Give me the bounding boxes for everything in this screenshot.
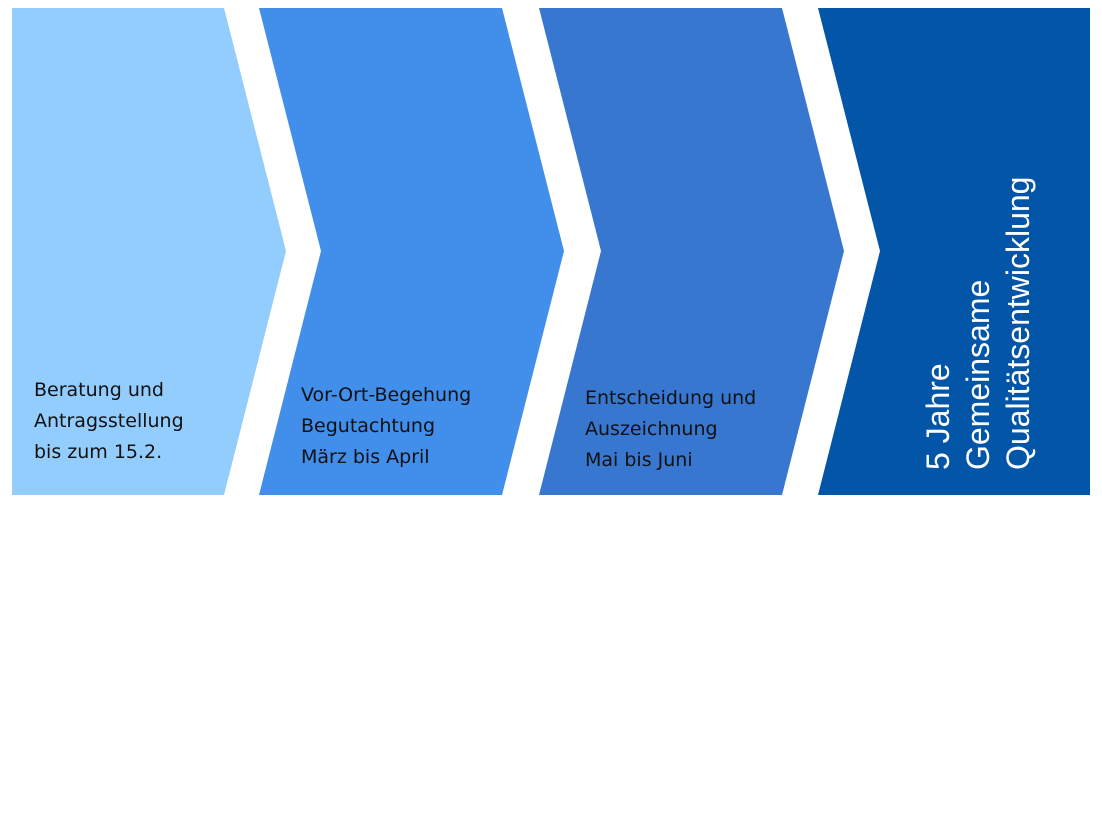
step-3-line-1: Entscheidung und (585, 387, 757, 409)
step-4-line-3: Qualitätsentwicklung (1000, 176, 1036, 470)
step-4-label: 5 Jahre Gemeinsame Qualitätsentwicklung (918, 177, 1038, 470)
step-3-line-2: Auszeichnung (585, 418, 718, 440)
step-1-line-1: Beratung und (34, 379, 164, 401)
chevron-step-4 (818, 8, 1090, 495)
step-1-label: Beratung und Antragsstellung bis zum 15.… (34, 375, 184, 468)
chevron-step-1 (12, 8, 286, 495)
step-2-line-3: März bis April (301, 446, 430, 468)
step-2-line-1: Vor-Ort-Begehung (301, 384, 472, 406)
step-1-line-2: Antragsstellung (34, 410, 184, 432)
step-3-label: Entscheidung und Auszeichnung Mai bis Ju… (585, 383, 756, 476)
step-4-line-1: 5 Jahre (920, 363, 956, 470)
step-4-line-2: Gemeinsame (960, 279, 996, 470)
chevron-step-3 (539, 8, 844, 495)
step-1-line-3: bis zum 15.2. (34, 441, 163, 463)
step-2-label: Vor-Ort-Begehung Begutachtung März bis A… (301, 380, 471, 473)
chevron-step-2 (259, 8, 564, 495)
step-3-line-3: Mai bis Juni (585, 449, 693, 471)
step-2-line-2: Begutachtung (301, 415, 436, 437)
